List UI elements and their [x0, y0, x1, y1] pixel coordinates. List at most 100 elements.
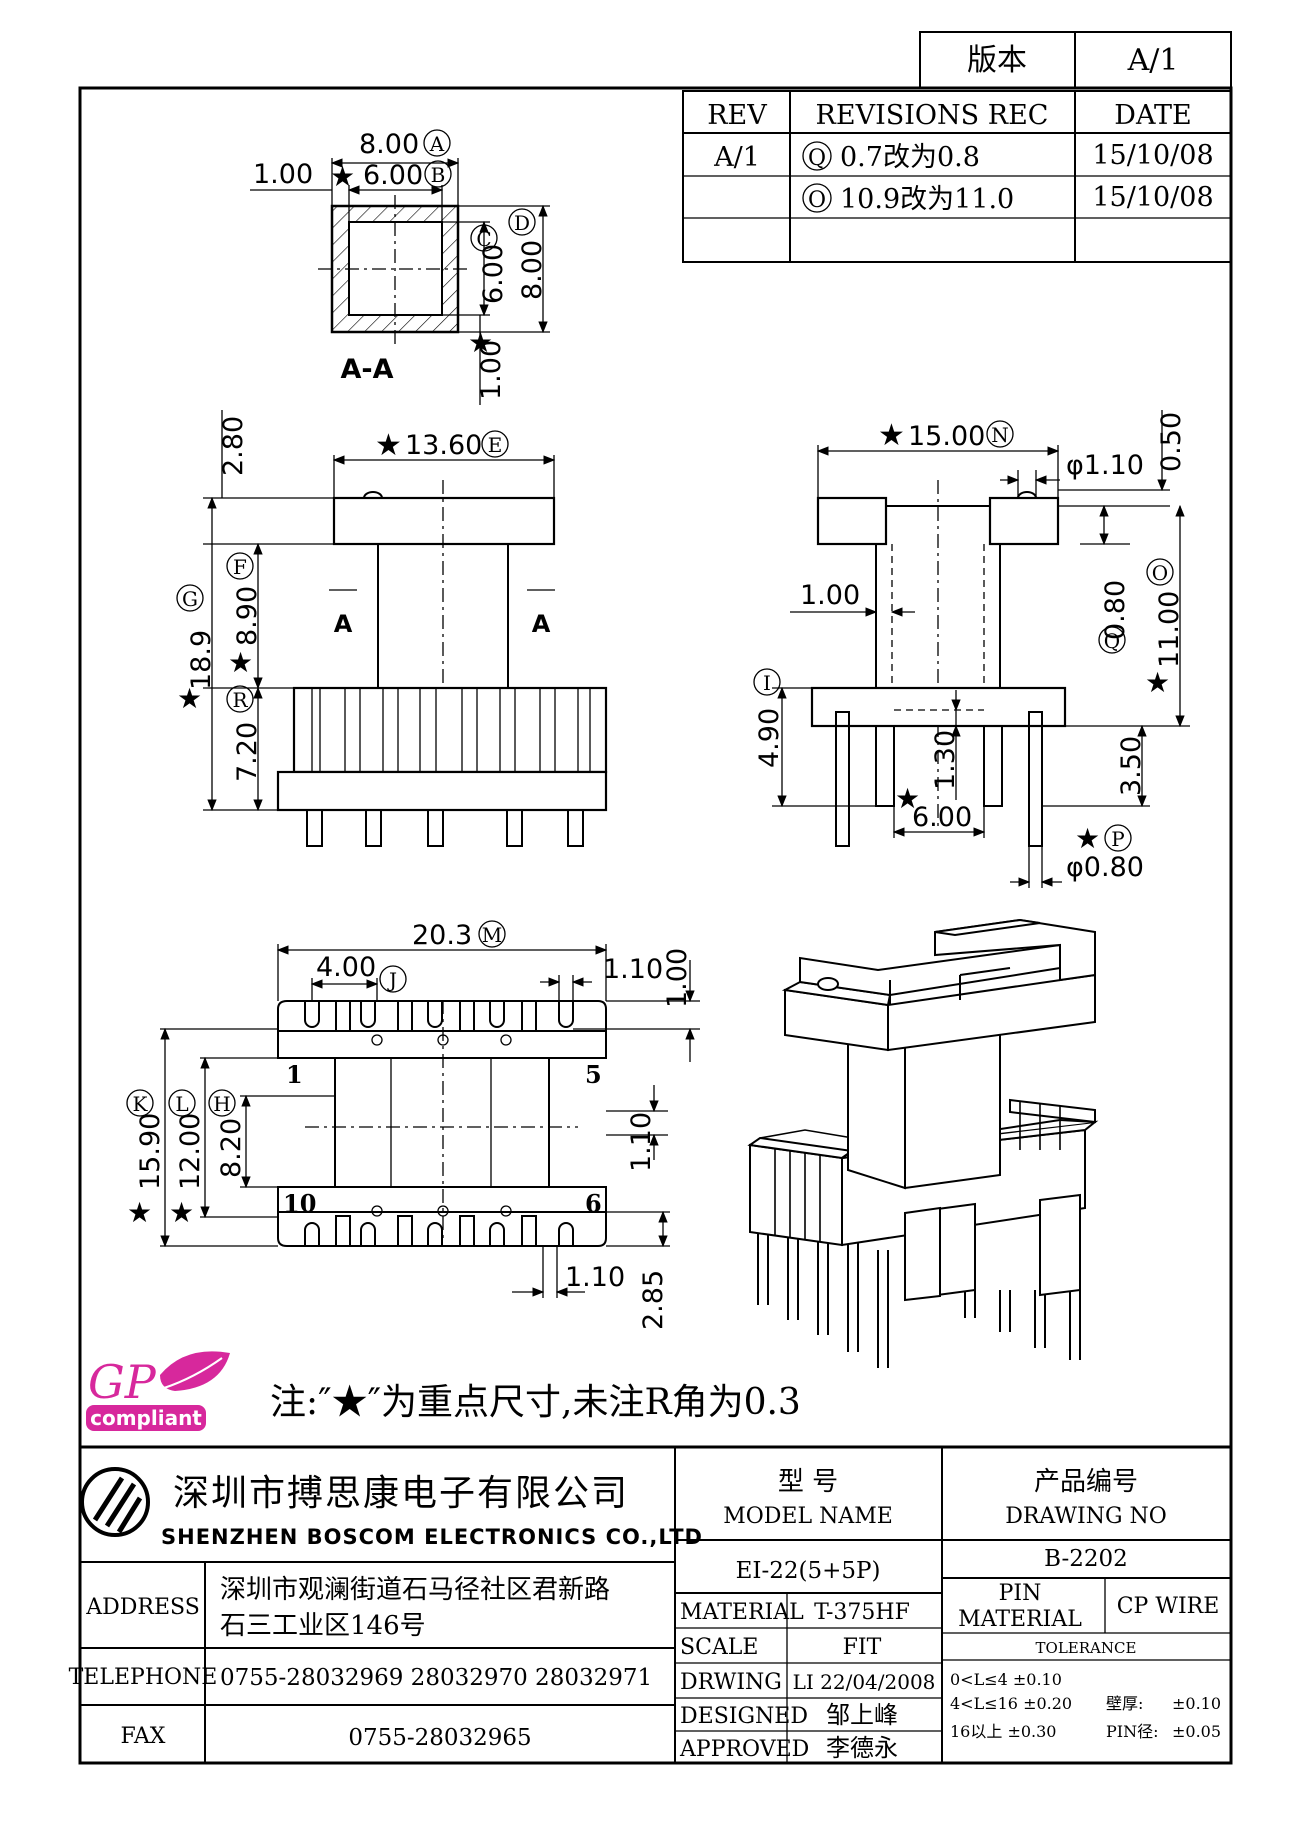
- mark-c: C: [476, 227, 491, 251]
- drawing-label-en: DRAWING NO: [1005, 1504, 1167, 1529]
- rev-col-header: REV: [707, 100, 767, 131]
- scale-label: SCALE: [680, 1635, 758, 1660]
- gp-logo-text: GP: [88, 1355, 157, 1409]
- rec-col-header: REVISIONS REC: [816, 100, 1049, 131]
- mark-l: L: [175, 1092, 188, 1116]
- dim-b: 6.00: [363, 160, 423, 191]
- dim-o: 11.00: [1154, 591, 1185, 668]
- star-icon: ★: [895, 782, 920, 815]
- pin-material-label: MATERIAL: [958, 1607, 1082, 1632]
- dim-j: 4.00: [316, 952, 376, 983]
- drwing-value: LI 22/04/2008: [793, 1670, 936, 1694]
- version-label: 版本: [967, 43, 1027, 78]
- mark-d: D: [514, 211, 530, 235]
- dim-k2: 1.00: [662, 948, 693, 1008]
- tolerance-row: 0<L≤4 ±0.10: [950, 1670, 1062, 1689]
- dim-k1: 1.10: [603, 954, 663, 985]
- company-name-cn: 深圳市搏思康电子有限公司: [173, 1473, 629, 1514]
- side-view: ★ 15.00 N φ1.10 0.50 1.00 0.80 Q O 11.00…: [753, 410, 1190, 888]
- mark-q: Q: [1104, 629, 1120, 653]
- model-label-cn: 型 号: [778, 1467, 838, 1497]
- pin-dia-tolerance-label: PIN径:: [1106, 1722, 1158, 1741]
- gp-compliant-logo: GP compliant: [86, 1351, 230, 1431]
- drwing-label: DRWING: [680, 1670, 782, 1695]
- tolerance-label: TOLERANCE: [1036, 1639, 1137, 1657]
- dim-wall: 1.00: [476, 340, 507, 400]
- dim-n: 15.00: [908, 421, 985, 452]
- mark-h: H: [213, 1092, 230, 1116]
- revision-row-text: 10.9改为11.0: [840, 184, 1014, 215]
- dim-q: 0.80: [1100, 580, 1131, 640]
- mark-p: P: [1111, 827, 1124, 851]
- material-label: MATERIAL: [680, 1600, 804, 1625]
- address-line-1: 深圳市观澜街道石马径社区君新路: [220, 1575, 610, 1605]
- star-icon: ★: [127, 1196, 152, 1229]
- dim-gap-top: 0.50: [1156, 412, 1187, 472]
- star-icon: ★: [330, 160, 355, 193]
- company-name-en: SHENZHEN BOSCOM ELECTRONICS CO.,LTD: [161, 1525, 703, 1549]
- section-a-a-view: 8.00 A 1.00 ★ 6.00 B 6.00 C 8.00 D ★ 1.0…: [250, 129, 550, 405]
- address-label: ADDRESS: [85, 1595, 200, 1620]
- section-bar-label: A: [334, 610, 353, 638]
- pin-label: 6: [585, 1189, 602, 1218]
- dim-m: 20.3: [412, 920, 472, 951]
- tolerance-row: 16以上 ±0.30: [950, 1722, 1056, 1741]
- pin-material-label: PIN: [999, 1581, 1042, 1606]
- dim-w6: 6.00: [912, 802, 972, 833]
- mark-j: J: [387, 968, 397, 992]
- mark-m: M: [482, 923, 502, 947]
- dim-i: 4.90: [754, 708, 785, 768]
- star-icon: ★: [228, 646, 253, 679]
- compliant-badge: compliant: [90, 1406, 202, 1430]
- dim-a: 8.00: [359, 129, 419, 160]
- fax-label: FAX: [121, 1724, 166, 1749]
- pin-dia-tolerance-value: ±0.05: [1172, 1722, 1221, 1741]
- dim-gap: 1.10: [626, 1112, 657, 1172]
- telephone-value: 0755-28032969 28032970 28032971: [220, 1665, 652, 1691]
- section-label: A-A: [341, 354, 394, 385]
- title-block: 深圳市搏思康电子有限公司 SHENZHEN BOSCOM ELECTRONICS…: [69, 1445, 1231, 1763]
- dim-bot1: 1.10: [565, 1262, 625, 1293]
- wall-tolerance-value: ±0.10: [1172, 1694, 1221, 1713]
- dim-d: 8.00: [517, 240, 548, 300]
- dim-l: 12.00: [175, 1113, 206, 1190]
- dim-pin-top: φ1.10: [1066, 450, 1144, 481]
- model-label-en: MODEL NAME: [723, 1504, 893, 1529]
- drawing-note: 注:″★″为重点尺寸,未注R角为0.3: [270, 1382, 801, 1423]
- dim-top-h: 2.80: [218, 416, 249, 476]
- revision-row-date: 15/10/08: [1092, 182, 1213, 213]
- dim-wall: 1.00: [253, 159, 313, 190]
- material-value: T-375HF: [814, 1600, 910, 1625]
- drawing-value: B-2202: [1044, 1546, 1128, 1572]
- telephone-label: TELEPHONE: [69, 1665, 218, 1690]
- mark-o: O: [1152, 561, 1168, 585]
- mark-b: B: [431, 163, 446, 187]
- mark-n: N: [991, 423, 1009, 447]
- version-box: 版本 A/1: [919, 31, 1232, 89]
- dim-h350: 3.50: [1116, 736, 1147, 796]
- designed-value: 邹上峰: [826, 1701, 898, 1729]
- mark-i: I: [763, 671, 771, 695]
- mark-k: K: [133, 1092, 149, 1116]
- star-icon: ★: [1075, 822, 1100, 855]
- dim-side-w: 1.00: [800, 580, 860, 611]
- wall-tolerance-label: 壁厚:: [1106, 1694, 1143, 1713]
- drawing-label-cn: 产品编号: [1034, 1467, 1138, 1497]
- front-view: A A ★ 13.60 E: [176, 410, 608, 847]
- dim-bot2: 2.85: [638, 1270, 669, 1330]
- dim-g: 18.9: [186, 630, 217, 690]
- star-icon: ★: [177, 682, 202, 715]
- bottom-view: 1 5 10 6 20.3 M 4.00 J 1.10 1.00 1.10: [126, 920, 700, 1330]
- mark-a: A: [429, 132, 445, 156]
- designed-label: DESIGNED: [680, 1704, 808, 1729]
- dim-r: 7.20: [232, 722, 263, 782]
- dim-e: 13.60: [405, 430, 482, 461]
- dim-k: 15.90: [135, 1113, 166, 1190]
- address-line-2: 石三工业区146号: [220, 1611, 426, 1641]
- dim-c: 6.00: [478, 244, 509, 304]
- mark-r: R: [232, 688, 248, 712]
- star-icon: ★: [878, 418, 905, 453]
- revision-mark-o: O: [808, 188, 826, 213]
- dim-h: 8.20: [216, 1118, 247, 1178]
